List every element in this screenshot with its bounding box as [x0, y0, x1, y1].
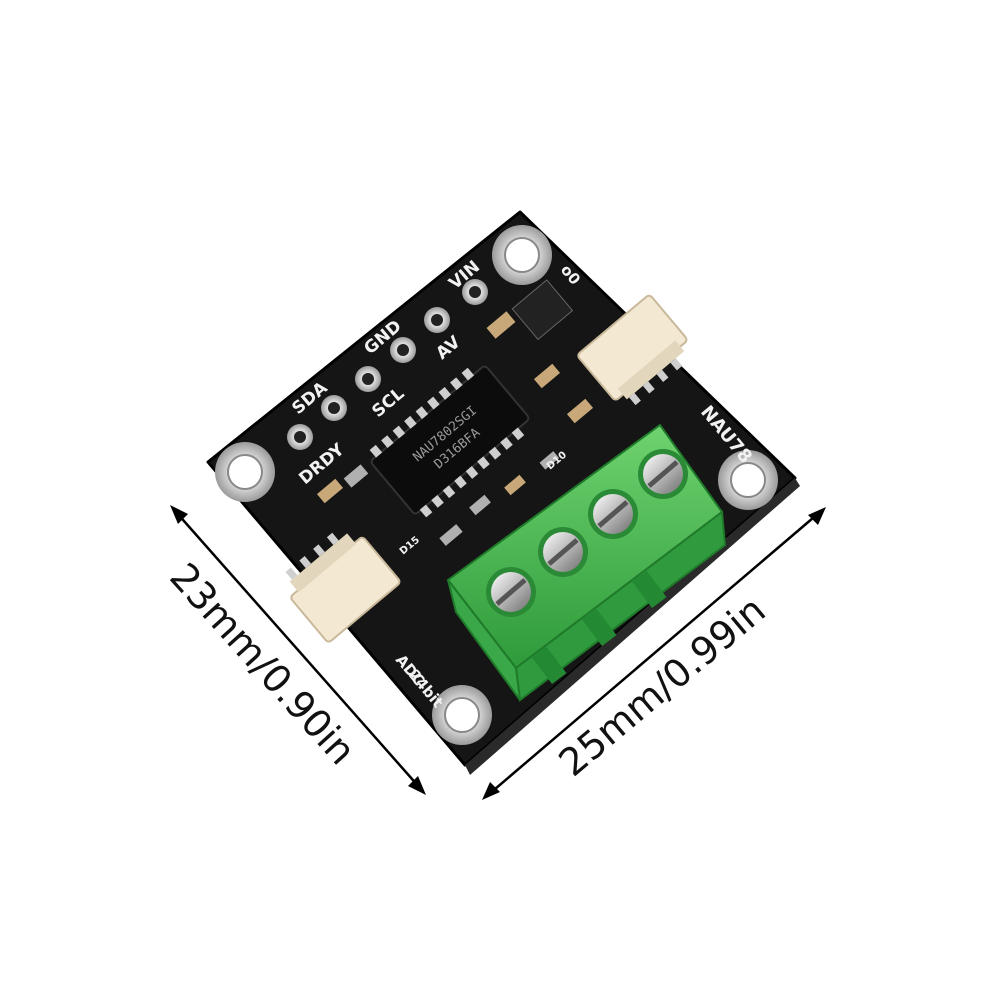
dimension-arrow-right [482, 507, 826, 800]
dimension-arrow-left [170, 505, 426, 795]
mounting-hole-bottom [432, 685, 492, 745]
header-pads [287, 279, 488, 450]
terminal-screw-3 [588, 489, 638, 539]
adc-chip: NAU7802SGI D316BFA [369, 365, 530, 518]
terminal-screw-4 [638, 449, 688, 499]
jst-connector-top [577, 294, 688, 406]
mounting-hole-top [492, 225, 552, 285]
mounting-hole-right [718, 450, 778, 510]
terminal-screw-2 [538, 527, 588, 577]
terminal-screw-1 [486, 567, 536, 617]
jst-connector-bottom [285, 532, 401, 643]
mounting-hole-left [215, 442, 275, 502]
smd-components [316, 279, 594, 546]
